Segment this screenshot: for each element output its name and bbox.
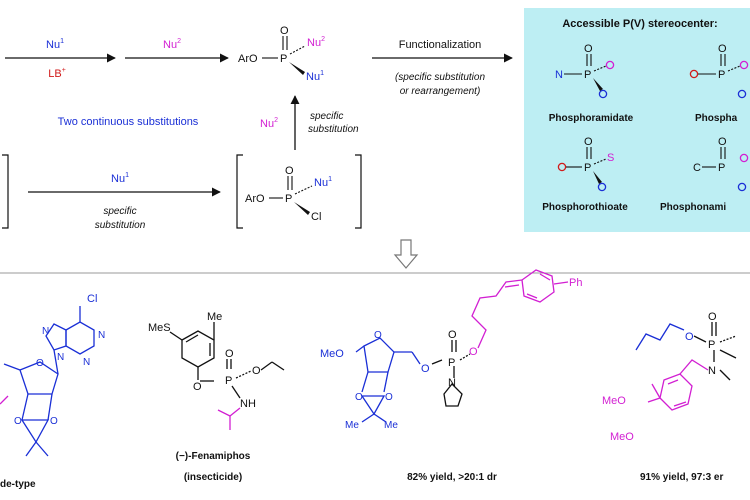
phosphate-structure: P O — [689, 43, 749, 99]
mol3-me-2: Me — [384, 420, 398, 431]
row1-nu1-label: Nu1 — [46, 38, 64, 51]
mol3-caption: 82% yield, >20:1 dr — [407, 472, 497, 483]
svg-text:O: O — [718, 43, 727, 55]
phosphoramidate-label: Phosphoramidate — [549, 113, 634, 124]
mol3-n: N — [448, 377, 456, 389]
vertical-nu2-label: Nu2 — [260, 117, 278, 130]
mol2-o-top: O — [225, 348, 234, 360]
row2-nu1-label: Nu1 — [111, 172, 129, 185]
mol2-mes: MeS — [148, 322, 171, 334]
svg-text:N: N — [555, 69, 563, 81]
mol3-o-link: O — [421, 363, 430, 375]
mol2-nh: NH — [240, 398, 256, 410]
row2-label-2: substitution — [95, 220, 146, 231]
stereocenter-box — [524, 8, 750, 232]
mol4-meo-1: MeO — [602, 395, 626, 407]
mol4-o-top: O — [708, 311, 717, 323]
svg-text:O: O — [584, 136, 593, 148]
molecule-1-nucleoside — [0, 306, 95, 457]
mol1-caption: de-type — [0, 479, 36, 490]
mol3-meo: MeO — [320, 348, 344, 360]
mol3-o-ring-3: O — [385, 392, 393, 403]
mol1-n4: N — [57, 352, 64, 363]
molecule-4-phosphoramidate — [635, 322, 737, 411]
phosphonamidate-label: Phosphonami — [660, 202, 726, 213]
left-bracket — [2, 154, 9, 229]
mol2-class: (insecticide) — [184, 472, 242, 483]
mol4-p: P — [708, 339, 715, 351]
molecule-2-fenamiphos — [169, 322, 285, 430]
mol2-o1: O — [193, 381, 202, 393]
svg-text:O: O — [718, 136, 727, 148]
mol4-meo-2: MeO — [610, 431, 634, 443]
svg-text:Cl: Cl — [311, 211, 321, 223]
svg-text:P: P — [285, 193, 292, 205]
phosphonamidate-structure: C P O — [693, 136, 749, 192]
mol3-o-ring: O — [374, 330, 382, 341]
intermediate-structure: ArO P O Nu1 Cl — [236, 154, 362, 229]
svg-text:Nu1: Nu1 — [314, 176, 332, 189]
stereocenter-title: Accessible P(V) stereocenter: — [562, 18, 717, 30]
phosphorothioate-label: Phosphorothioate — [542, 202, 628, 213]
mol3-o-top: O — [448, 329, 457, 341]
functionalization-label: Functionalization — [399, 39, 482, 51]
phosphorothioate-structure: P O S — [557, 136, 614, 192]
mol1-n2: N — [83, 357, 90, 368]
mol1-n1: N — [98, 330, 105, 341]
row2-label-1: specific — [103, 206, 136, 217]
mol2-p: P — [225, 375, 232, 387]
mol2-name: (−)-Fenamiphos — [176, 451, 251, 462]
svg-text:ArO: ArO — [245, 193, 265, 205]
mol1-n3: N — [42, 326, 49, 337]
mol3-o-right: O — [469, 346, 478, 358]
svg-text:P: P — [718, 69, 725, 81]
mol2-me: Me — [207, 311, 222, 323]
svg-text:ArO: ArO — [238, 53, 258, 65]
molecule-3-ribofuranoside — [355, 269, 569, 423]
svg-text:P: P — [584, 69, 591, 81]
svg-text:Nu1: Nu1 — [306, 70, 324, 83]
phosphate-label: Phospha — [695, 113, 738, 124]
mol1-o2: O — [14, 416, 22, 427]
mol4-caption: 91% yield, 97:3 er — [640, 472, 723, 483]
phosphoramidate-structure: N P O — [555, 43, 615, 99]
two-substitutions-label: Two continuous substitutions — [58, 116, 199, 128]
functionalization-note-1: (specific substitution — [395, 72, 485, 83]
mol1-cl: Cl — [87, 293, 97, 305]
hollow-down-arrow — [393, 239, 419, 269]
functionalization-note-2: or rearrangement) — [400, 86, 481, 97]
mol4-n: N — [708, 365, 716, 377]
mol1-o3: O — [50, 416, 58, 427]
vertical-label-1: specific — [310, 111, 343, 122]
svg-text:Nu2: Nu2 — [307, 36, 325, 49]
mol3-ph: Ph — [569, 277, 582, 289]
svg-text:O: O — [285, 165, 294, 177]
svg-text:C: C — [693, 162, 701, 174]
mol1-o1: O — [36, 358, 44, 369]
svg-text:O: O — [584, 43, 593, 55]
svg-text:O: O — [280, 25, 289, 37]
mol2-o-right: O — [252, 365, 261, 377]
product-structure: ArO P O Nu2 Nu1 — [238, 25, 325, 83]
svg-text:P: P — [718, 162, 725, 174]
svg-text:P: P — [584, 162, 591, 174]
mol3-me-1: Me — [345, 420, 359, 431]
mol4-o-left: O — [685, 331, 694, 343]
row1-nu2-label: Nu2 — [163, 38, 181, 51]
mol3-p: P — [448, 357, 455, 369]
row1-lb-label: LB+ — [48, 67, 66, 80]
mol3-o-ring-2: O — [355, 392, 363, 403]
vertical-label-2: substitution — [308, 124, 359, 135]
svg-text:P: P — [280, 53, 287, 65]
svg-text:S: S — [607, 152, 614, 164]
